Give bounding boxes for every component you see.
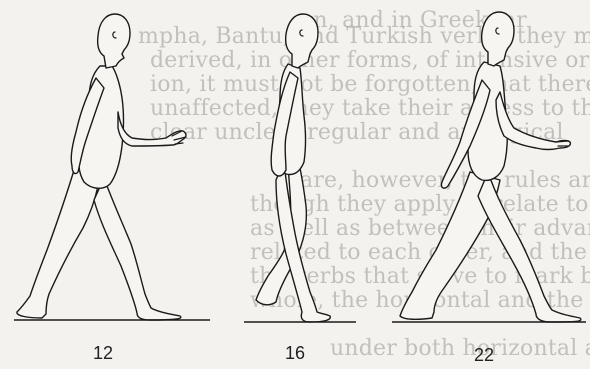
- figure-label-16: 16: [275, 343, 315, 364]
- head: [482, 12, 514, 66]
- walking-figure-16: [256, 14, 330, 322]
- head: [98, 14, 130, 68]
- front-leg: [478, 172, 581, 322]
- front-leg: [94, 178, 181, 320]
- figure-label-12: 12: [83, 343, 123, 364]
- head: [286, 14, 318, 68]
- figure-label-22: 22: [464, 345, 504, 366]
- walking-figure-12: [17, 14, 186, 320]
- front-arm: [118, 112, 186, 146]
- walking-figure-22: [400, 12, 581, 322]
